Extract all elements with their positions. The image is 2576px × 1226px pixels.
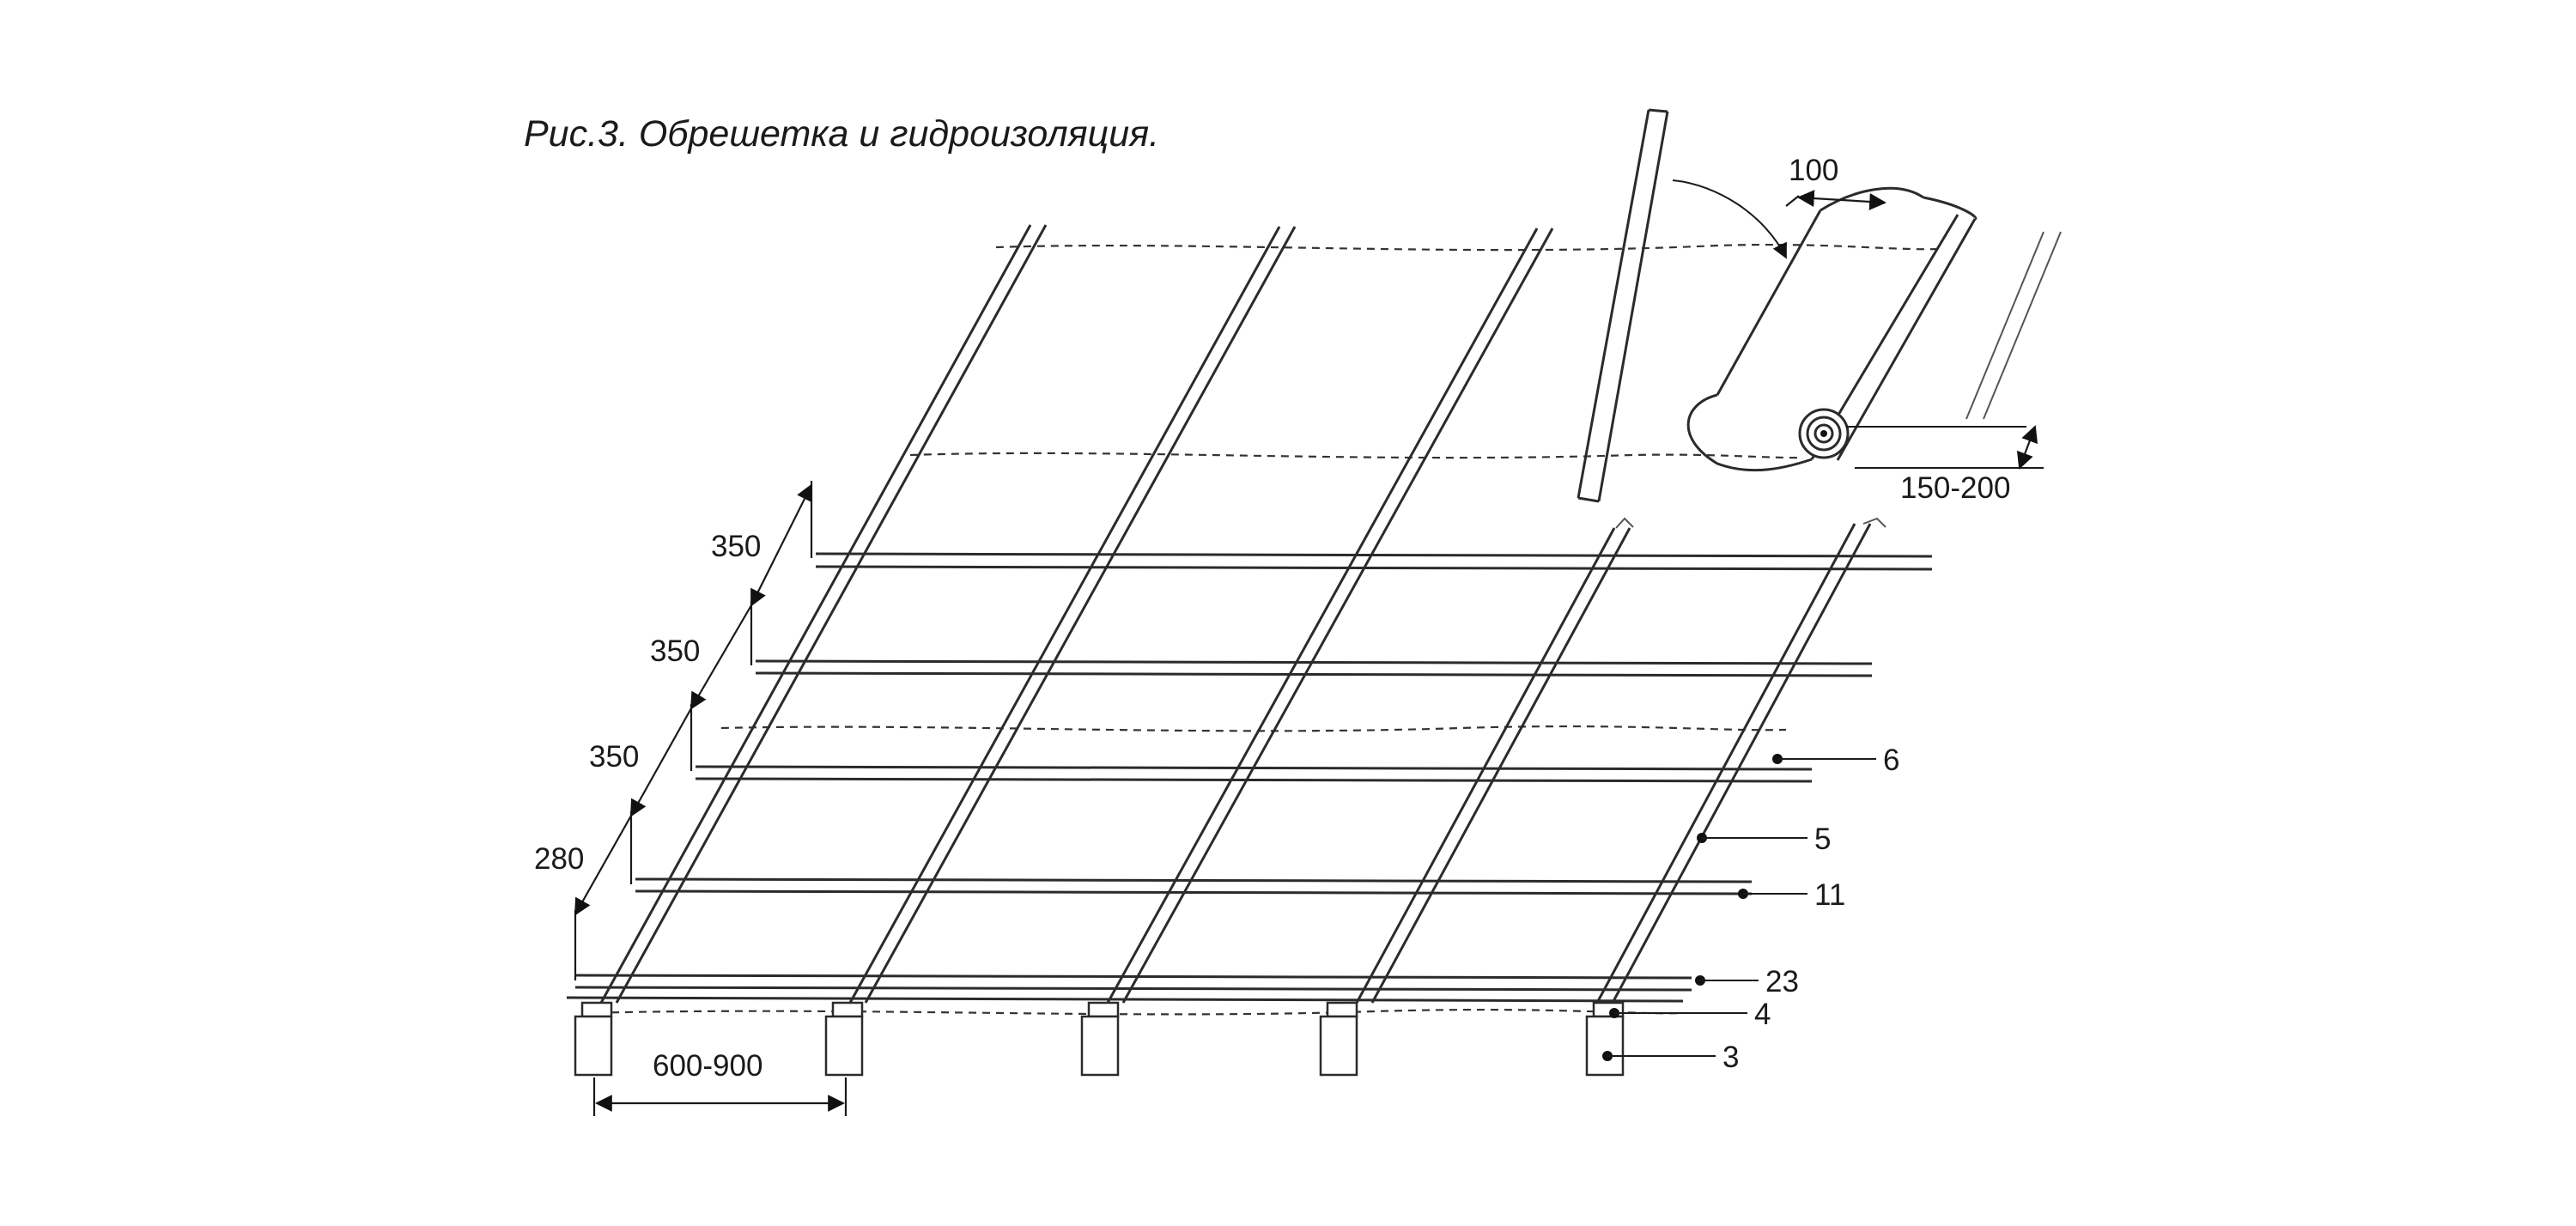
roll-offset-label: 150-200 [1900,471,2010,505]
spacing-label-1: 350 [711,530,761,563]
loose-batten [1577,108,1787,503]
counter-battens [599,224,2062,1004]
roll-offset-dimension: 150-200 [1900,425,2038,505]
callout-6: 6 [1883,743,1899,777]
callouts: 6 5 11 23 4 3 [1602,743,1899,1074]
batten-spacing-dimensions: 350 350 350 280 [534,481,813,980]
overlap-dimension: 100 [1785,154,1886,210]
spacing-label-eave: 280 [534,842,584,876]
spacing-label-3: 350 [589,740,639,774]
callout-4: 4 [1754,998,1771,1031]
rafter-spacing-dimension: 600-900 [592,1049,848,1116]
overlap-label: 100 [1789,154,1838,187]
spacing-label-2: 350 [650,634,700,668]
battens [566,552,1933,1003]
callout-3: 3 [1722,1041,1739,1074]
rafter-posts [574,1001,1625,1077]
rafter-spacing-label: 600-900 [653,1049,762,1083]
figure-title: Рис.3. Обрешетка и гидроизоляция. [524,113,1159,155]
callout-5: 5 [1814,822,1831,856]
callout-11: 11 [1814,878,1845,912]
callout-23: 23 [1765,965,1799,998]
membrane-dashed-lines [583,243,1941,1016]
membrane-roll [1686,186,2044,472]
